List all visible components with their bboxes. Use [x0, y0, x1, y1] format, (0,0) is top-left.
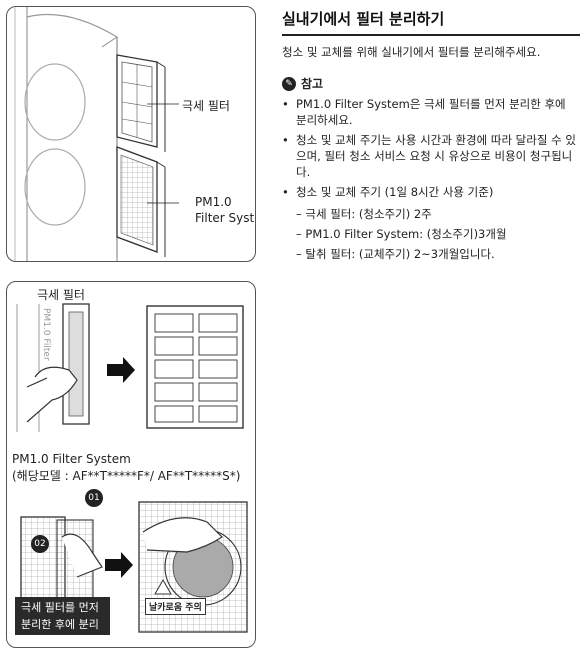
illustration-indoor-unit: 극세 필터 PM1.0 Filter System [6, 6, 256, 262]
arrow-right-1 [107, 357, 135, 383]
illustration-filter-removal: 극세 필터 PM1.0 Filter PM1.0 Filter System (… [6, 281, 256, 648]
pm-system-title: PM1.0 Filter System [12, 452, 131, 466]
step-badge-1: 01 [85, 489, 103, 507]
note-label: 참고 [301, 77, 324, 91]
sub-item: – 탈취 필터: (교체주기) 2~3개월입니다. [296, 247, 495, 261]
fine-filter-shape [116, 54, 166, 152]
vertical-pm-label: PM1.0 Filter [41, 308, 51, 361]
note-heading: ✎ 참고 [282, 75, 323, 92]
label-fine-filter-2: 극세 필터 [37, 288, 85, 302]
label-fine-filter: 극세 필터 [182, 99, 230, 113]
title-divider [282, 34, 580, 36]
step-badge-2: 02 [31, 535, 49, 553]
label-pm-line2: Filter System [195, 211, 255, 225]
hand-shape [26, 366, 78, 423]
pm-system-models: (해당모델 : AF**T*****F*/ AF**T*****S*) [12, 469, 241, 483]
caution-label: 날카로움 주의 [145, 598, 206, 615]
indoor-unit-drawing [14, 7, 179, 261]
warning-box: 극세 필터를 먼저 분리한 후에 분리 [15, 597, 110, 635]
hand-shape-2 [61, 533, 103, 578]
sub-item: – PM1.0 Filter System: (청소주기)3개월 [296, 227, 507, 241]
intro-text: 청소 및 교체를 위해 실내기에서 필터를 분리해주세요. [282, 45, 541, 59]
warning-line2: 분리한 후에 분리 [21, 618, 99, 631]
arrow-right-2 [105, 552, 133, 578]
sub-item: – 극세 필터: (청소주기) 2주 [296, 207, 432, 221]
pm-filter-shape [116, 146, 166, 257]
warning-triangle-icon [154, 578, 172, 595]
warning-line1: 극세 필터를 먼저 [21, 601, 99, 614]
label-pm-line1: PM1.0 [195, 195, 232, 209]
note-icon: ✎ [282, 76, 296, 91]
page-title: 실내기에서 필터 분리하기 [282, 10, 445, 28]
